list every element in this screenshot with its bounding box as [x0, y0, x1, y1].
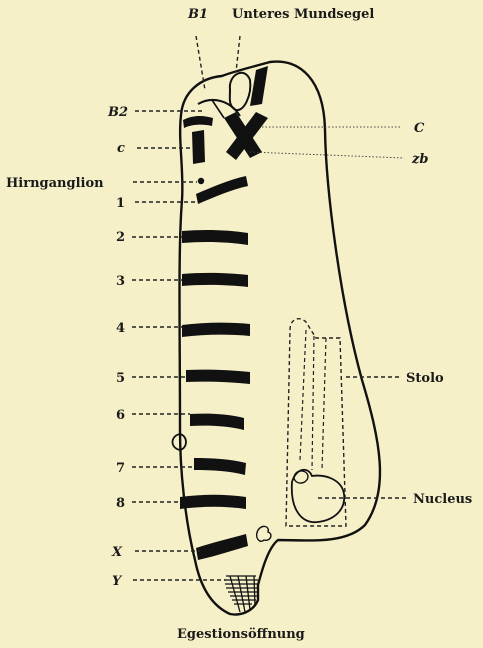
stolo-inner-left: [300, 330, 306, 460]
stolo-inner-mid: [312, 336, 314, 470]
oral-muscle-c-bar: [192, 130, 205, 164]
body-outline: [180, 62, 380, 615]
label-y: Y: [112, 574, 123, 589]
label-zb: zb: [411, 152, 428, 167]
label-band-3: 3: [116, 274, 125, 289]
muscle-band-2: [182, 230, 248, 245]
label-b1: B1: [187, 7, 208, 22]
label-egestionsoeffnung: Egestionsöffnung: [177, 627, 305, 642]
mouth-fold: [212, 100, 224, 118]
posterior-knob: [257, 526, 271, 541]
label-band-5: 5: [116, 371, 125, 386]
muscle-band-4: [182, 323, 250, 337]
muscle-band-8: [180, 495, 246, 509]
label-unteres-mundsegel: Unteres Mundsegel: [232, 7, 374, 22]
label-nucleus: Nucleus: [413, 492, 472, 507]
stolo-inner-right: [322, 338, 326, 470]
muscle-band-5: [186, 370, 250, 384]
hirnganglion-dot: [198, 178, 204, 184]
label-band-6: 6: [116, 408, 125, 423]
stolo-outline: [286, 319, 346, 526]
label-band-4: 4: [116, 321, 125, 336]
label-x: X: [111, 545, 123, 560]
muscle-band-6: [190, 414, 244, 430]
muscle-band-7: [194, 458, 246, 475]
label-band-8: 8: [116, 496, 125, 511]
upper-mouth-lobe: [230, 73, 251, 110]
label-stolo: Stolo: [406, 371, 444, 386]
oral-muscle-b2: [183, 116, 213, 128]
leader-unteres-mundsegel: [236, 36, 240, 72]
label-b2: B2: [107, 105, 128, 120]
label-c-lower: c: [117, 141, 125, 156]
label-c-upper: C: [414, 121, 425, 136]
label-band-2: 2: [116, 230, 125, 245]
label-band-7: 7: [116, 461, 125, 476]
nucleus-inner-circle: [294, 471, 308, 483]
muscle-band-x: [196, 534, 248, 560]
oral-muscle-b1: [250, 66, 268, 106]
label-band-1: 1: [116, 196, 125, 211]
muscle-band-3: [182, 273, 248, 287]
label-hirnganglion: Hirnganglion: [6, 176, 104, 191]
nucleus-outline: [292, 470, 344, 522]
